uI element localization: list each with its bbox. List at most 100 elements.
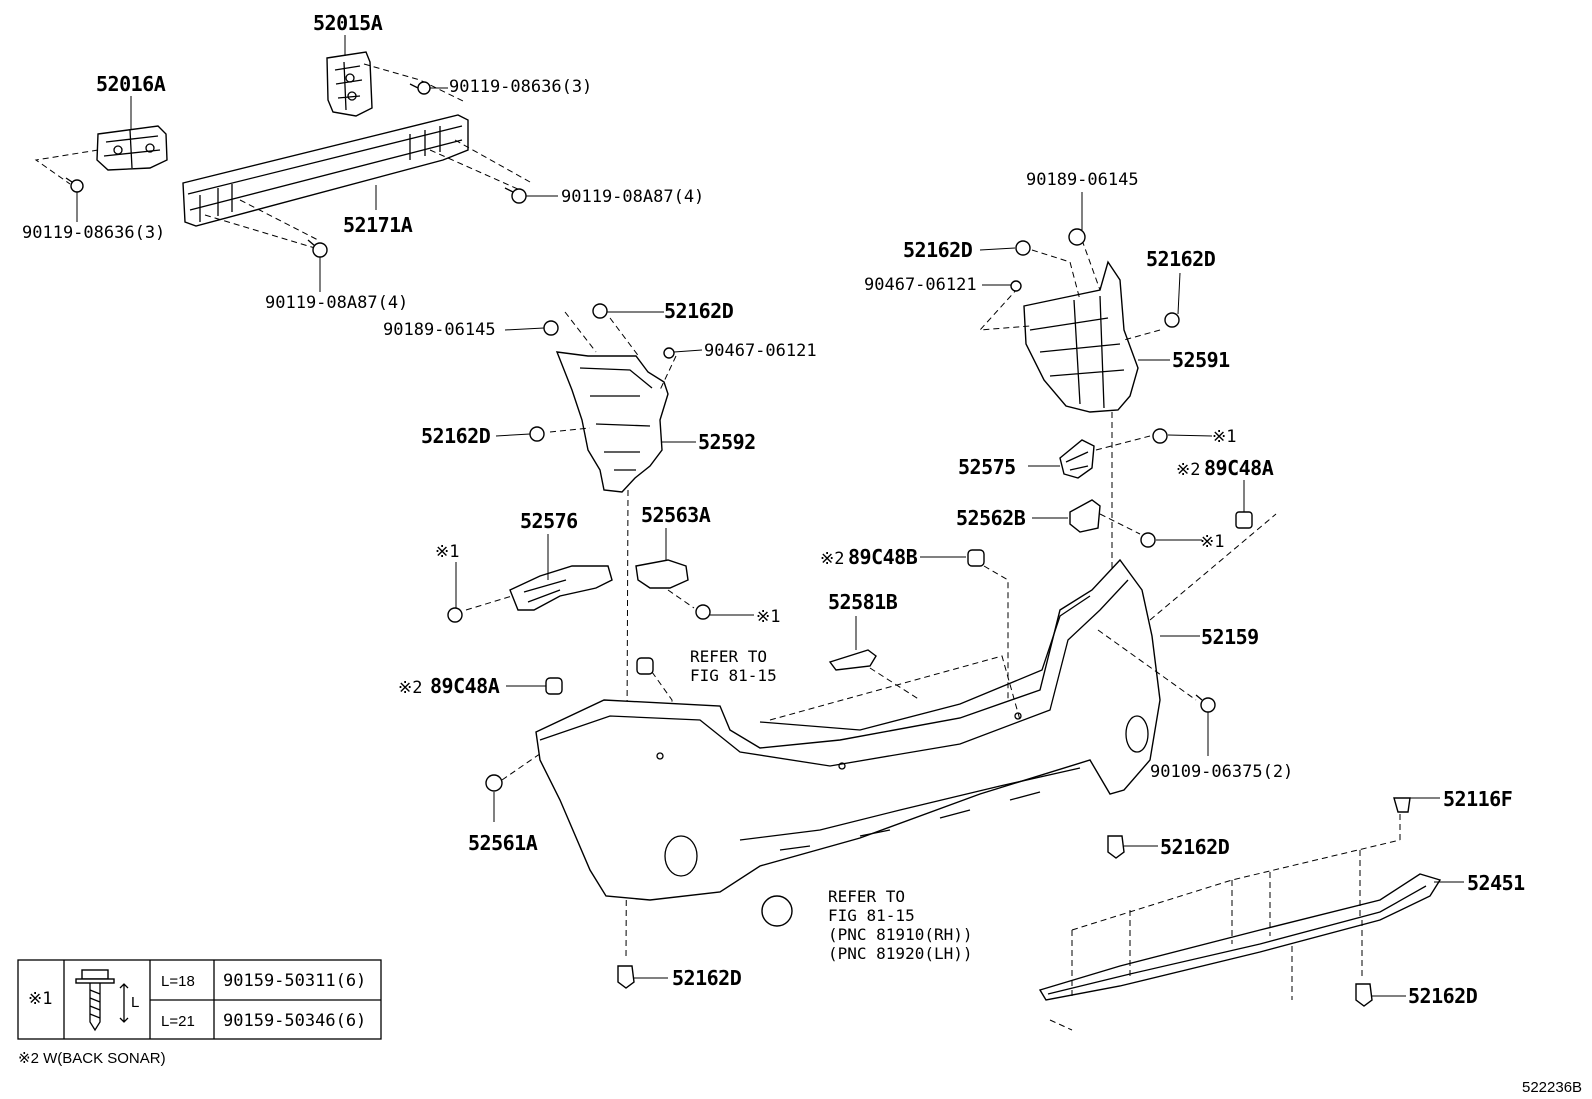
bumper-cover-52159[interactable]: [535, 558, 1161, 901]
side-bracket-52592[interactable]: [555, 351, 669, 493]
assembly-line: [1049, 810, 1401, 1031]
clip-icon[interactable]: [529, 426, 545, 442]
bolt-icon[interactable]: [307, 239, 328, 258]
label-52591[interactable]: 52591: [1172, 348, 1231, 372]
label-90119-08636-left[interactable]: 90119-08636(3): [22, 223, 165, 243]
clip-icon[interactable]: [543, 320, 559, 336]
retainer-icon[interactable]: [636, 657, 654, 675]
label-52162D[interactable]: 52162D: [672, 966, 742, 990]
bolt-icon[interactable]: [504, 187, 527, 204]
sensor-icon[interactable]: [1235, 511, 1253, 529]
label-52563A[interactable]: 52563A: [641, 503, 711, 527]
clip-icon[interactable]: [1107, 835, 1125, 859]
reflector-52581B[interactable]: [828, 649, 877, 671]
clip-icon[interactable]: [1393, 797, 1411, 813]
refer-text[interactable]: (PNC 81910(RH)): [828, 925, 973, 944]
label-52162D[interactable]: 52162D: [1146, 247, 1216, 271]
label-note2[interactable]: ※2: [398, 678, 422, 698]
bracket-52015A[interactable]: [326, 51, 373, 117]
assembly-line: [465, 595, 513, 611]
bolt-icon[interactable]: [1195, 694, 1216, 713]
refer-text[interactable]: REFER TO: [690, 647, 767, 666]
bolt-icon[interactable]: [447, 607, 463, 623]
assembly-line: [34, 149, 99, 185]
assembly-line: [667, 589, 695, 609]
part-labels: 52015A 52016A 52171A 90119-08636(3) 9011…: [22, 11, 1582, 1096]
retainer-52575[interactable]: [1059, 439, 1095, 479]
label-90467-06121-left[interactable]: 90467-06121: [704, 341, 817, 361]
label-52162D[interactable]: 52162D: [1408, 984, 1478, 1008]
label-note1[interactable]: ※1: [1200, 532, 1224, 552]
label-52581B[interactable]: 52581B: [828, 590, 898, 614]
nut-icon[interactable]: [1010, 280, 1022, 292]
clip-icon[interactable]: [1015, 240, 1031, 256]
label-52451[interactable]: 52451: [1467, 871, 1526, 895]
label-52592[interactable]: 52592: [698, 430, 756, 454]
label-52016A[interactable]: 52016A: [96, 72, 166, 96]
retainer-52576[interactable]: [509, 565, 613, 611]
clip-icon[interactable]: [1068, 228, 1086, 246]
clip-icon[interactable]: [485, 774, 503, 792]
clip-icon[interactable]: [1355, 983, 1373, 1007]
label-52562B[interactable]: 52562B: [956, 506, 1026, 530]
label-90189-06145-left[interactable]: 90189-06145: [383, 320, 496, 340]
label-89C48A[interactable]: 89C48A: [1204, 456, 1274, 480]
bolt-icon[interactable]: [1152, 428, 1168, 444]
label-90189-06145-right[interactable]: 90189-06145: [1026, 170, 1139, 190]
label-89C48A[interactable]: 89C48A: [430, 674, 500, 698]
label-90119-08636-top[interactable]: 90119-08636(3): [449, 77, 592, 97]
label-90109-06375[interactable]: 90109-06375(2): [1150, 762, 1293, 782]
retainer-52563A[interactable]: [635, 559, 689, 589]
sensor-icon[interactable]: [967, 549, 985, 567]
assembly-line: [983, 565, 1009, 720]
clip-icon[interactable]: [617, 965, 635, 989]
bolt-icon[interactable]: [1140, 532, 1156, 548]
label-52159[interactable]: 52159: [1201, 625, 1259, 649]
label-note1[interactable]: ※1: [1212, 427, 1236, 447]
leader-lines: [76, 35, 1464, 997]
bolt-icon[interactable]: [65, 177, 84, 193]
refer-text[interactable]: FIG 81-15: [690, 666, 777, 685]
sonar-cap-icon[interactable]: [761, 895, 793, 927]
assembly-line: [769, 513, 1277, 721]
label-90119-08A87-right[interactable]: 90119-08A87(4): [561, 187, 704, 207]
label-52015A[interactable]: 52015A: [313, 11, 383, 35]
refer-text[interactable]: (PNC 81920(LH)): [828, 944, 973, 963]
legend-part: 90159-50311(6): [223, 971, 366, 991]
label-note1[interactable]: ※1: [435, 542, 459, 562]
legend-footnote: ※2 W(BACK SONAR): [18, 1050, 166, 1067]
sensor-icon[interactable]: [545, 677, 563, 695]
bolt-icon[interactable]: [409, 81, 431, 95]
label-90119-08A87-bottom[interactable]: 90119-08A87(4): [265, 293, 408, 313]
label-52561A[interactable]: 52561A: [468, 831, 538, 855]
label-52171A[interactable]: 52171A: [343, 213, 413, 237]
label-52162D[interactable]: 52162D: [421, 424, 491, 448]
legend-length: L=21: [161, 1013, 195, 1030]
label-52576[interactable]: 52576: [520, 509, 578, 533]
label-note2[interactable]: ※2: [1176, 460, 1200, 480]
label-52162D[interactable]: 52162D: [903, 238, 973, 262]
assembly-line: [1095, 435, 1151, 535]
bracket-52016A[interactable]: [96, 125, 168, 171]
clip-icon[interactable]: [592, 303, 608, 319]
label-52162D[interactable]: 52162D: [664, 299, 734, 323]
clip-icon[interactable]: [1164, 312, 1180, 328]
legend-symbol: ※1: [28, 989, 52, 1009]
bolt-icon[interactable]: [695, 604, 711, 620]
label-52575[interactable]: 52575: [958, 455, 1016, 479]
refer-text[interactable]: REFER TO: [828, 887, 905, 906]
label-note1[interactable]: ※1: [756, 607, 780, 627]
nut-icon[interactable]: [663, 347, 675, 359]
refer-text[interactable]: FIG 81-15: [828, 906, 915, 925]
label-note2[interactable]: ※2: [820, 549, 844, 569]
reinforcement-52171A[interactable]: [182, 114, 469, 227]
assembly-line: [204, 199, 319, 249]
legend-part: 90159-50346(6): [223, 1011, 366, 1031]
label-52162D[interactable]: 52162D: [1160, 835, 1230, 859]
label-90467-06121-right[interactable]: 90467-06121: [864, 275, 977, 295]
side-bracket-52591[interactable]: [1023, 260, 1139, 413]
retainer-52562B[interactable]: [1069, 499, 1101, 533]
lower-garnish-52451[interactable]: [1038, 873, 1442, 1001]
label-52116F[interactable]: 52116F: [1443, 787, 1513, 811]
label-89C48B[interactable]: 89C48B: [848, 545, 918, 569]
